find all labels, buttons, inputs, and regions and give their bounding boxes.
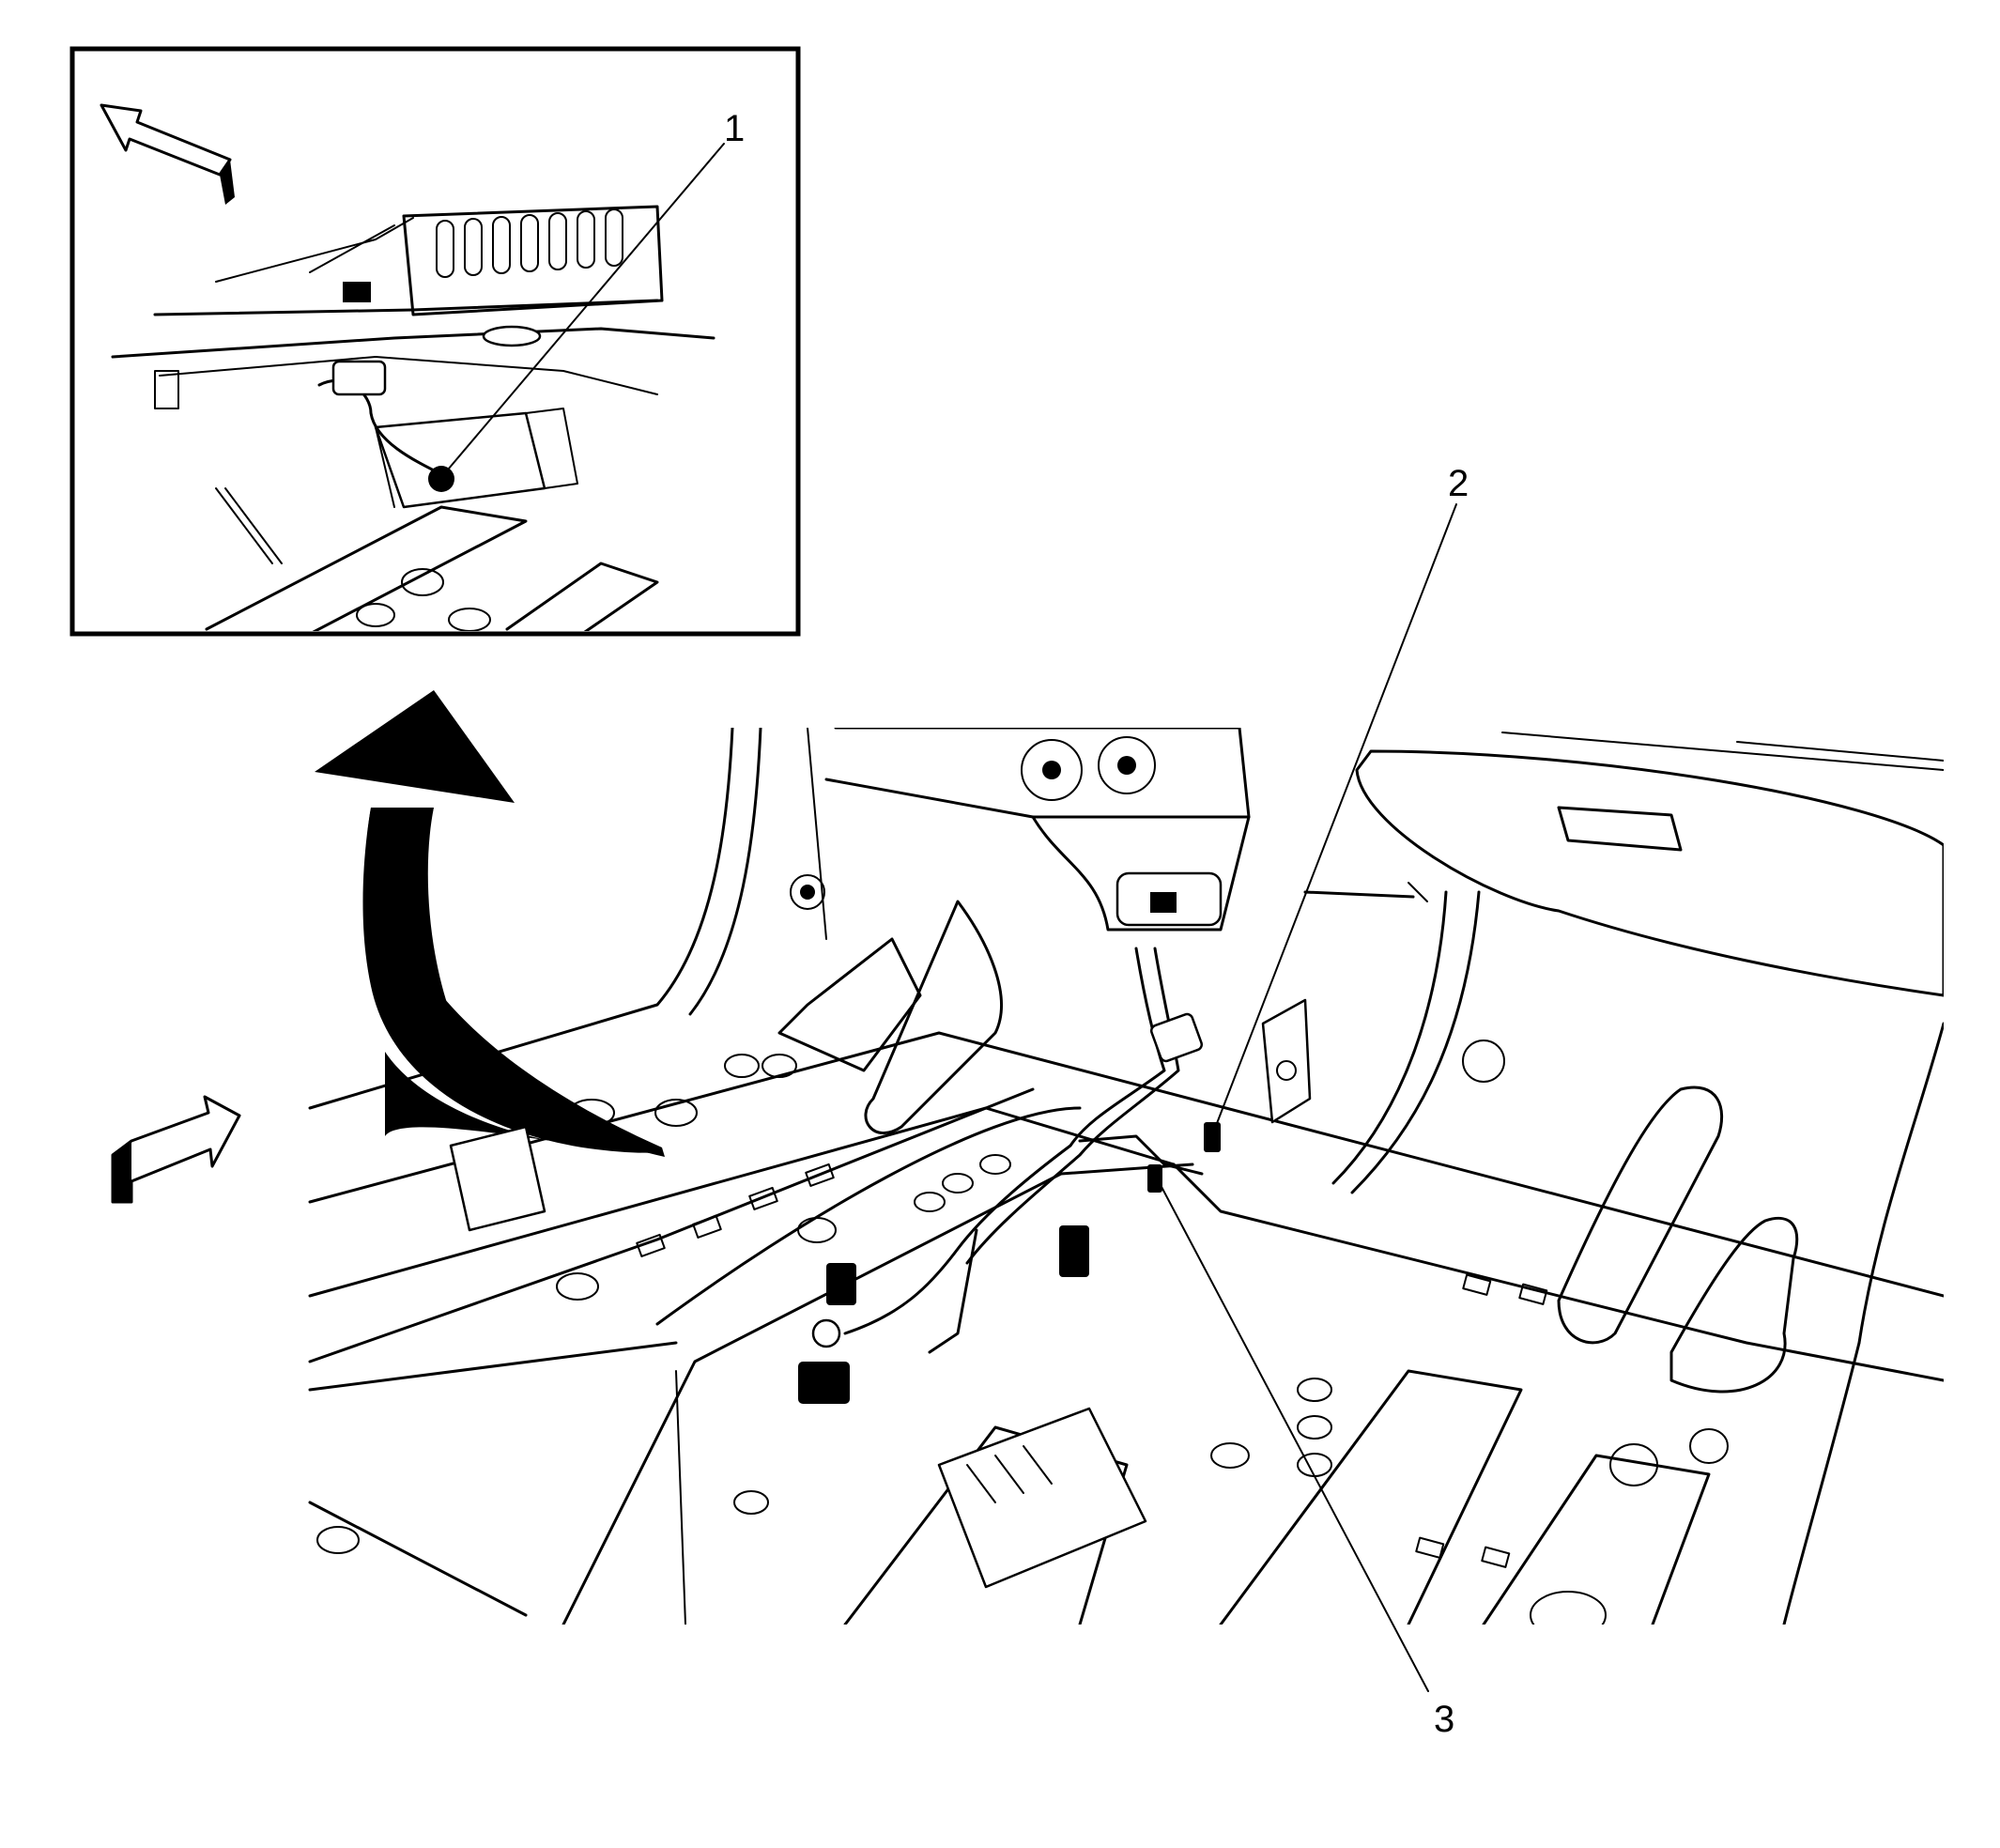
leader-lines <box>442 143 1457 1692</box>
floor-holes <box>316 1040 1729 1625</box>
curved-arrow-icon <box>315 690 665 1157</box>
forward-arrow-icon <box>100 103 235 205</box>
inset-frame <box>69 46 801 637</box>
connector-2 <box>1204 1122 1221 1152</box>
wall-slots <box>436 208 623 278</box>
leader-line-1 <box>442 143 725 476</box>
callout-1: 1 <box>724 108 745 149</box>
floor-slots <box>636 1163 1548 1568</box>
inset-detail-view <box>69 46 801 637</box>
leader-line-3 <box>1160 1184 1429 1692</box>
forward-arrow-icon <box>111 1095 241 1204</box>
callout-3: 3 <box>1434 1699 1454 1740</box>
connector-3 <box>1147 1164 1162 1193</box>
callout-2: 2 <box>1448 463 1469 504</box>
inset-drawing <box>111 205 715 631</box>
leader-line-2 <box>1213 503 1457 1132</box>
vehicle-floor-drawing <box>308 728 1944 1625</box>
wiring-harness <box>798 947 1221 1404</box>
